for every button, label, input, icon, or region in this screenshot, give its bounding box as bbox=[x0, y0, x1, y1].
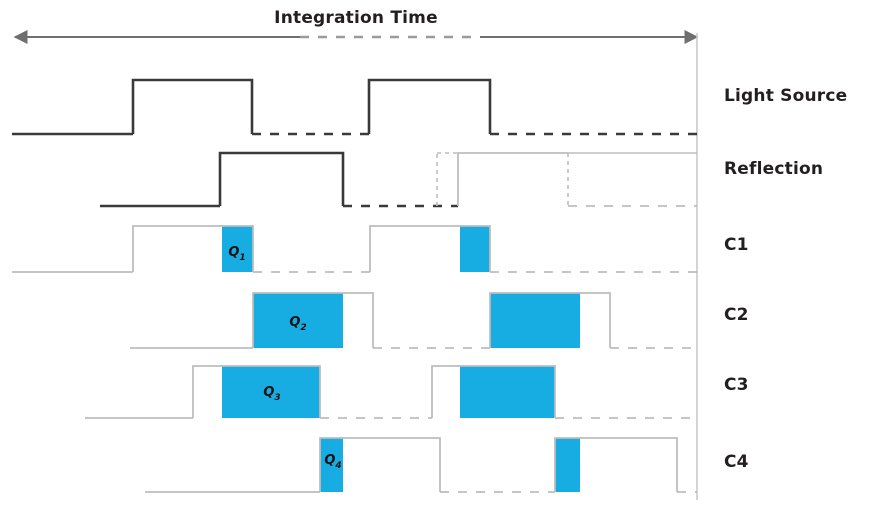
pulse-c1-2 bbox=[369, 225, 491, 272]
row-label-reflection: Reflection bbox=[724, 159, 824, 179]
pulse-c2-1 bbox=[252, 292, 374, 348]
pulse-c1-1 bbox=[132, 225, 254, 272]
integration-time-axis bbox=[13, 30, 699, 500]
charge-label-c4: Q4 bbox=[324, 453, 341, 471]
charge-region-c1-1 bbox=[222, 226, 253, 272]
pulse-c4-2 bbox=[554, 437, 678, 492]
waveform-row-reflection bbox=[100, 151, 697, 208]
charge-region-c4-2 bbox=[555, 438, 580, 492]
waveform-row-c2: Q2 bbox=[130, 292, 697, 349]
waveform-row-light-source bbox=[12, 78, 697, 136]
pulse-light-source-1 bbox=[131, 78, 254, 134]
charge-region-c2-2 bbox=[490, 293, 580, 348]
row-label-c1: C1 bbox=[724, 235, 749, 255]
waveform-row-c3: Q3 bbox=[85, 365, 697, 419]
charge-region-c2-1 bbox=[253, 293, 343, 348]
pulse-reflection-2 bbox=[457, 152, 568, 206]
row-label-light-source: Light Source bbox=[724, 86, 848, 106]
charge-region-c1-2 bbox=[460, 226, 490, 272]
charge-region-c4-1 bbox=[320, 438, 343, 492]
charge-label-c3: Q3 bbox=[263, 385, 280, 403]
charge-label-c1: Q1 bbox=[228, 245, 245, 263]
pulse-c4-1 bbox=[319, 437, 441, 492]
row-label-c3: C3 bbox=[724, 375, 749, 395]
pulse-reflection-1 bbox=[218, 151, 345, 206]
charge-region-c3-2 bbox=[460, 366, 555, 418]
row-label-c4: C4 bbox=[724, 452, 749, 472]
pulse-c2-2 bbox=[489, 292, 611, 348]
pulse-c3-2 bbox=[431, 365, 556, 418]
row-label-c2: C2 bbox=[724, 305, 749, 325]
waveform-row-c1: Q1 bbox=[12, 225, 697, 273]
pulse-light-source-2 bbox=[367, 78, 492, 134]
page-title: Integration Time bbox=[274, 8, 438, 28]
charge-label-c2: Q2 bbox=[289, 315, 306, 333]
pulse-c3-1 bbox=[192, 365, 321, 418]
charge-region-c3-1 bbox=[222, 366, 320, 418]
waveform-row-c4: Q4 bbox=[145, 437, 697, 493]
